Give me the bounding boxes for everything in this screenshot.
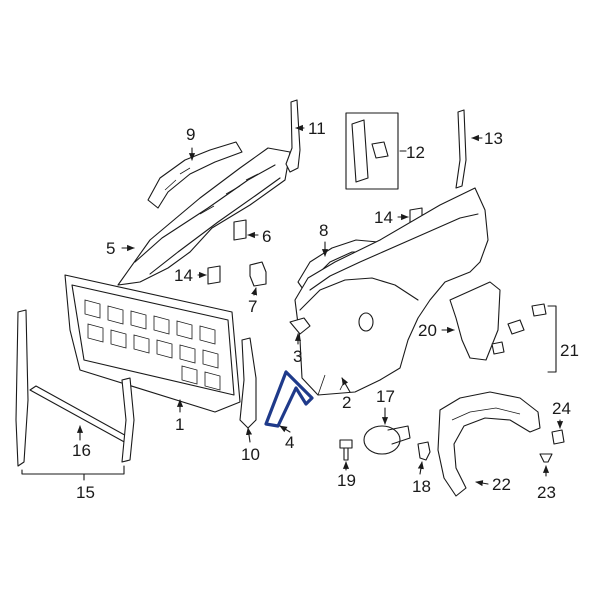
callout-7: 7 <box>248 297 257 316</box>
callout-23: 23 <box>537 483 556 502</box>
callout-22: 22 <box>492 475 511 494</box>
bracket-3 <box>289 317 311 335</box>
wheel-liner-22 <box>437 391 541 497</box>
callout-19: 19 <box>337 471 356 490</box>
strip-left-15 <box>15 309 29 467</box>
callout-6: 6 <box>262 227 271 246</box>
bracket-6 <box>233 219 247 241</box>
bolt-19 <box>339 439 353 461</box>
callout-16: 16 <box>72 441 91 460</box>
callout-3: 3 <box>293 347 302 366</box>
inner-wheelhouse <box>117 147 291 286</box>
inner-box-panel <box>64 274 241 413</box>
callout-13: 13 <box>484 129 503 148</box>
callout-5: 5 <box>106 239 115 258</box>
callout-20: 20 <box>418 321 437 340</box>
callout-1: 1 <box>175 415 184 434</box>
callout-24: 24 <box>552 399 571 418</box>
callout-4: 4 <box>285 433 294 452</box>
wheelhouse-arch <box>147 141 243 209</box>
bolt-group-21 <box>491 303 547 355</box>
callout-2: 2 <box>342 393 351 412</box>
quarter-panel <box>294 187 489 396</box>
strip-11 <box>285 99 301 173</box>
callout-14-right: 14 <box>374 208 393 227</box>
fuel-door-17 <box>363 425 411 455</box>
part-12-group <box>345 112 399 190</box>
splash-shield-20 <box>449 281 501 361</box>
corner-piece-10 <box>239 337 257 429</box>
callout-11: 11 <box>308 119 326 138</box>
patch-14-left <box>207 265 221 285</box>
callout-18: 18 <box>412 477 431 496</box>
callout-labels: 9 11 12 13 5 6 14 14 8 7 3 1 2 10 4 16 1… <box>72 119 579 502</box>
bracket-7 <box>249 261 267 287</box>
callout-15: 15 <box>76 483 95 502</box>
callout-9: 9 <box>186 125 195 144</box>
callout-8: 8 <box>319 221 328 240</box>
callout-21: 21 <box>560 341 579 360</box>
callout-14-left: 14 <box>174 266 193 285</box>
clip-23 <box>539 453 553 463</box>
callout-17: 17 <box>376 387 395 406</box>
clip-24 <box>551 429 565 445</box>
strip-right-15 <box>121 377 135 463</box>
strip-13 <box>455 109 467 189</box>
leader-lines <box>21 124 564 487</box>
callout-12: 12 <box>406 143 425 162</box>
callout-10: 10 <box>241 445 260 464</box>
bolt-18 <box>417 441 431 461</box>
seal-4-highlighted <box>264 370 314 428</box>
